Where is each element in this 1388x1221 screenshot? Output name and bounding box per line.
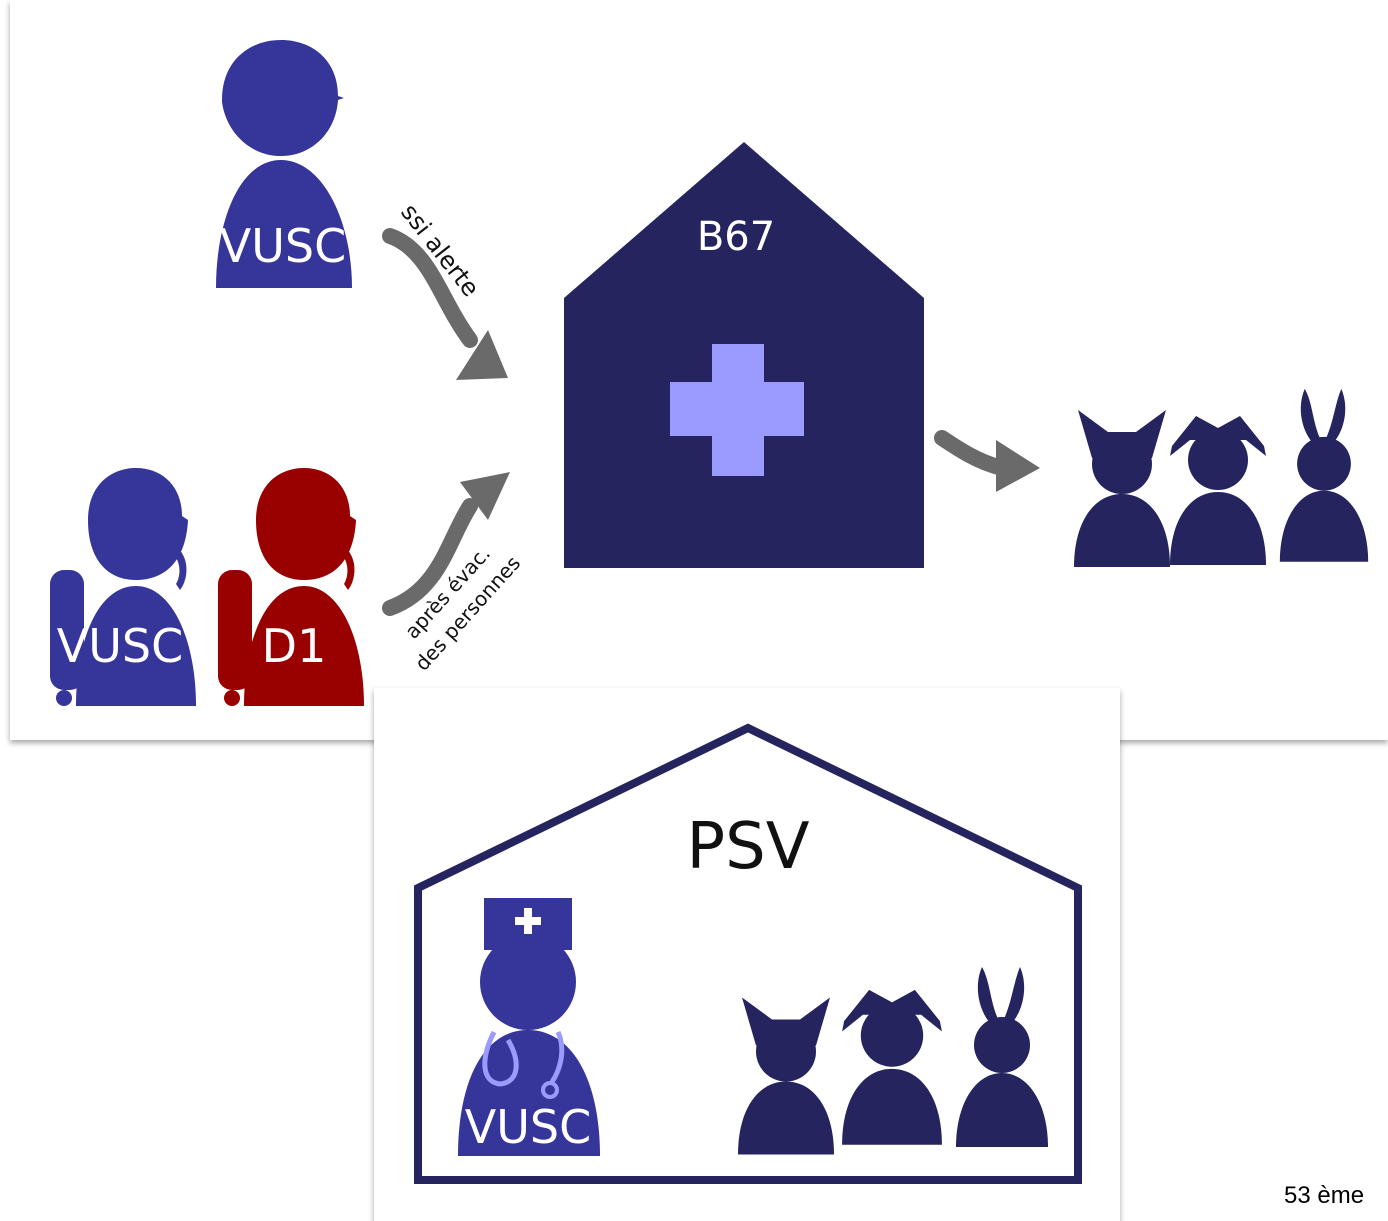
shelter-label: PSV (687, 810, 810, 884)
page-footer-text: 53 ème (1284, 1182, 1365, 1209)
shelter-icon (414, 723, 1082, 1184)
person1-label: VUSC (220, 219, 346, 273)
hospital-building-icon (564, 142, 924, 568)
person2-label: VUSC (57, 619, 183, 673)
bottom-panel: PSV VUSC (374, 688, 1120, 1221)
vet-label: VUSC (465, 1100, 591, 1154)
person3-label: D1 (262, 619, 327, 673)
arrow-icon (934, 430, 1040, 492)
arrow-icon (382, 228, 508, 380)
veterinarian-icon (458, 898, 600, 1156)
firefighter-breathing-apparatus-icon (218, 468, 364, 706)
firefighter-breathing-apparatus-icon (50, 468, 196, 706)
arrow-icon (382, 472, 510, 616)
building-label: B67 (697, 214, 775, 260)
firefighter-icon (216, 40, 352, 288)
top-panel: VUSC VUSC D1 ssi alerte (10, 0, 1388, 740)
